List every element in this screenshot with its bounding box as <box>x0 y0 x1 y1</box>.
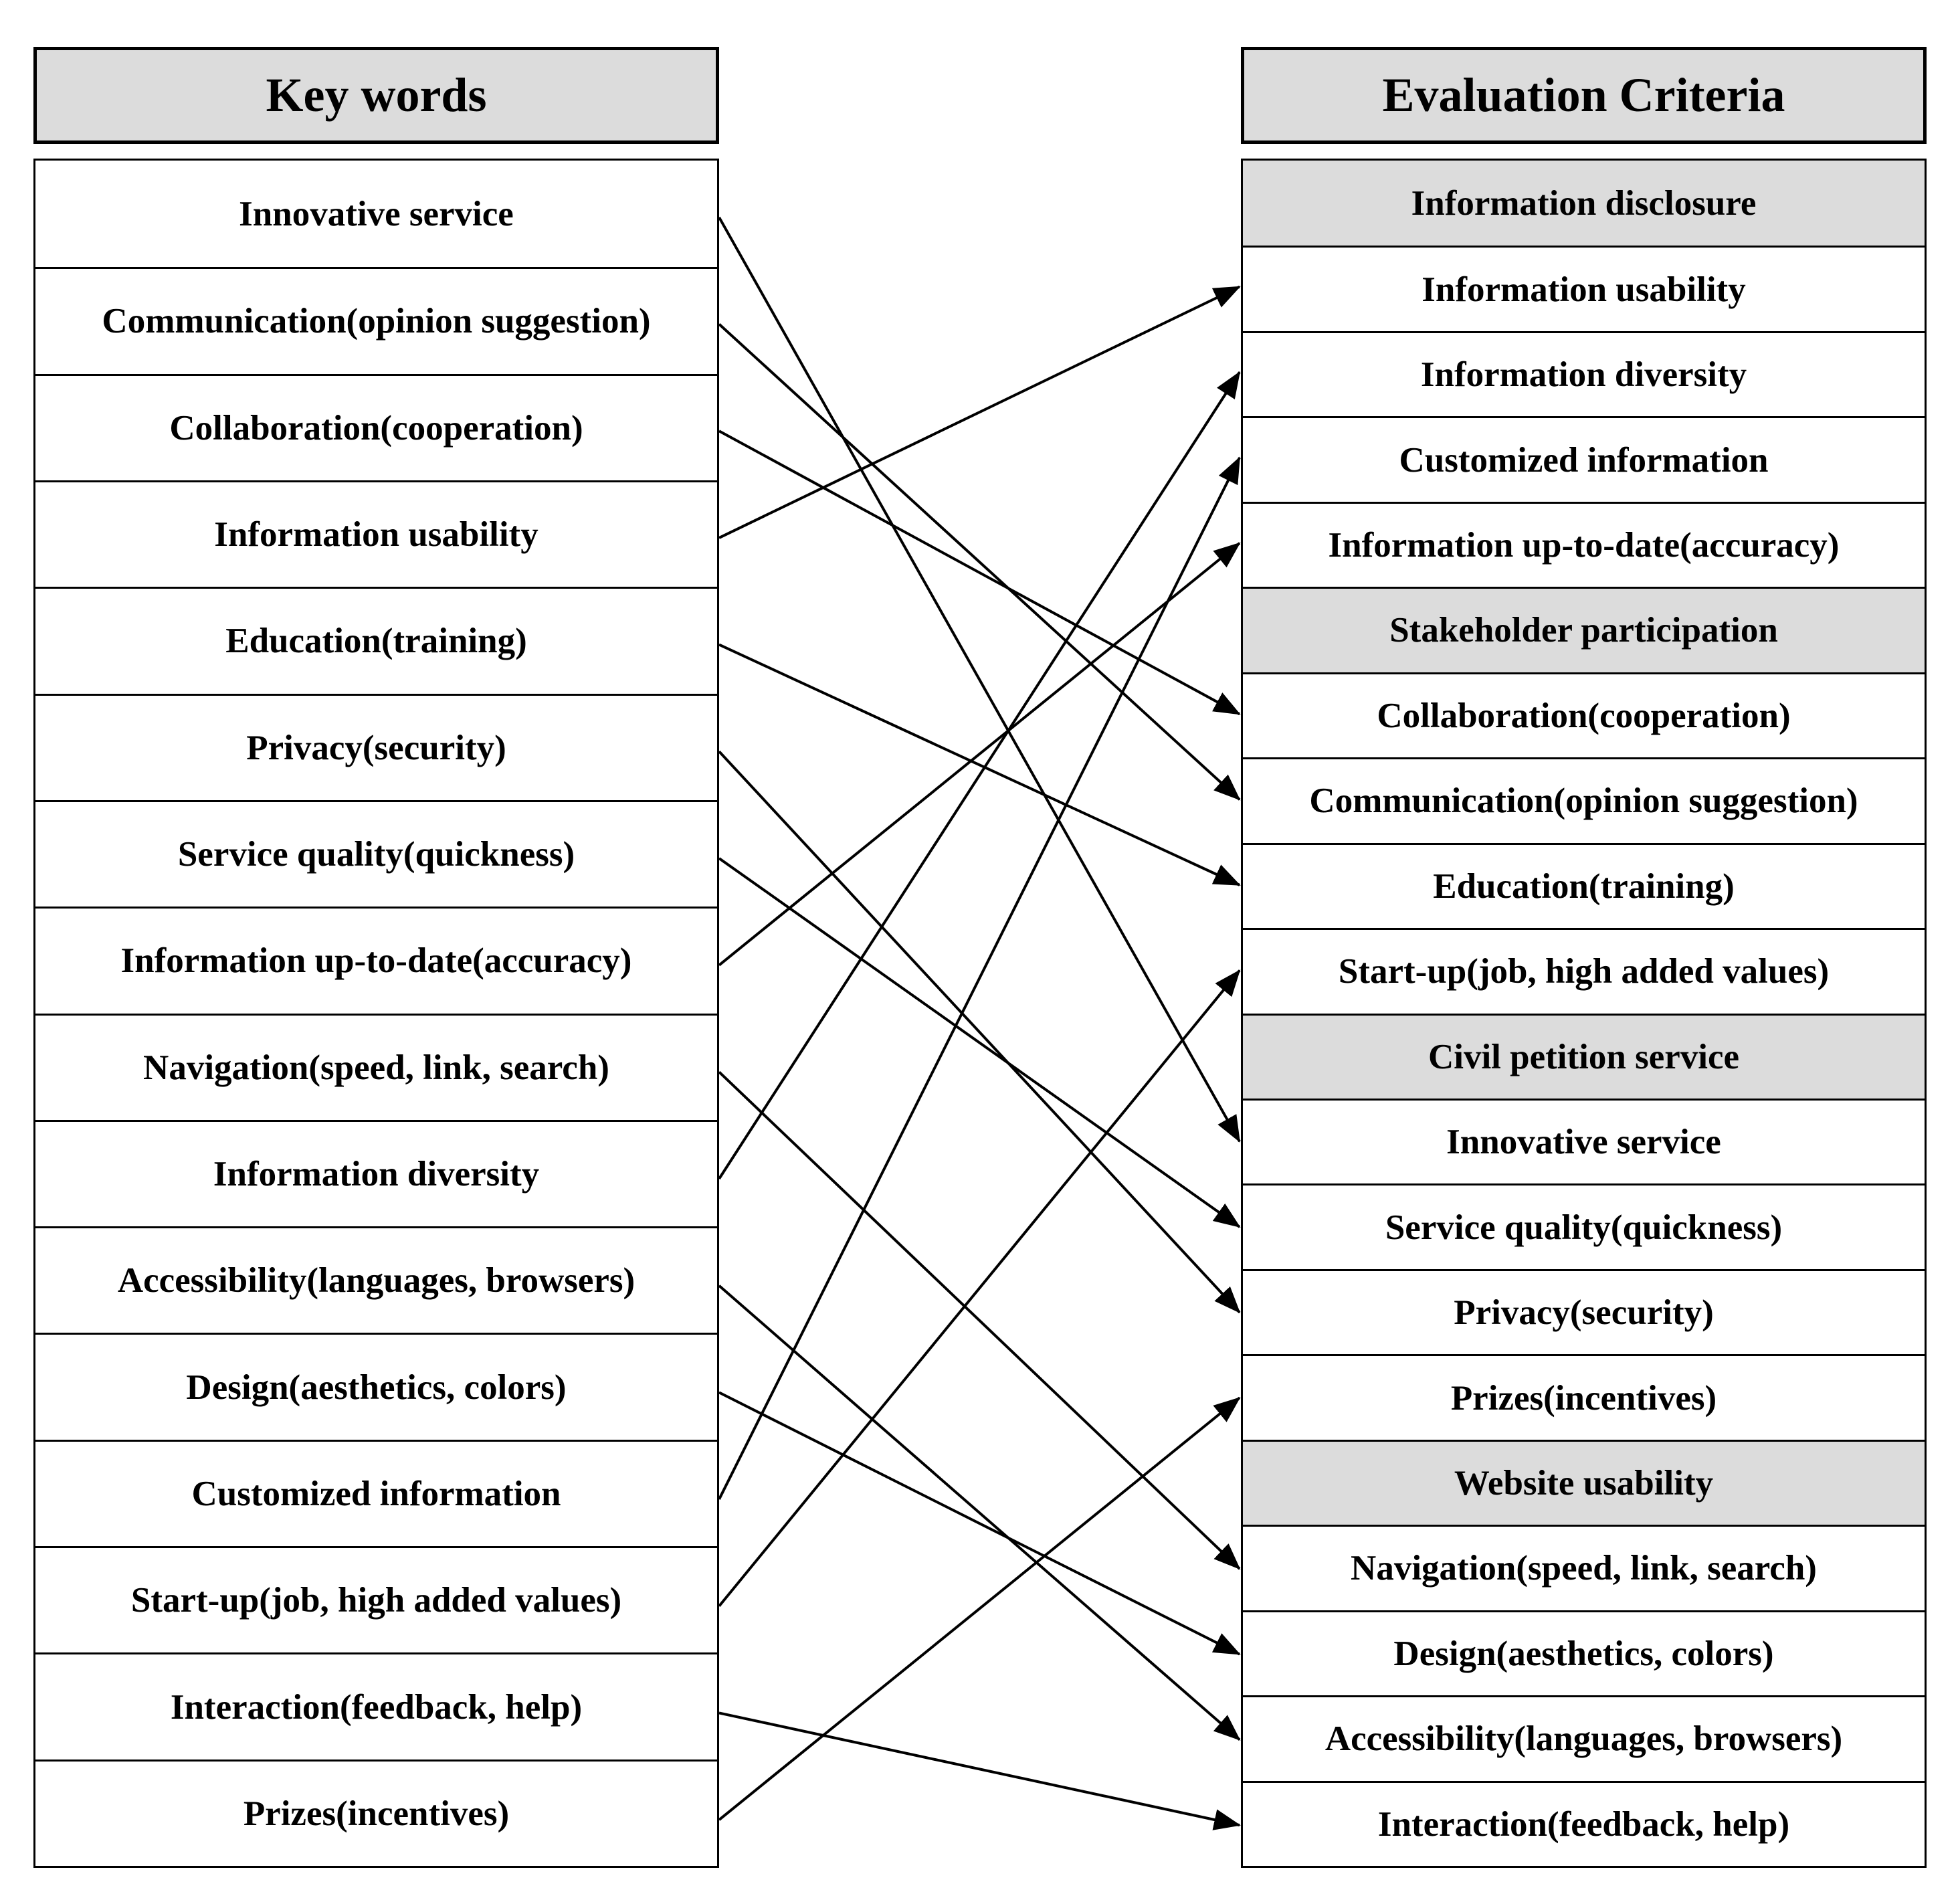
criteria-item: Design(aesthetics, colors) <box>1243 1610 1925 1695</box>
criteria-category-header: Stakeholder participation <box>1243 587 1925 672</box>
criteria-item: Information diversity <box>1243 330 1925 416</box>
keyword-item-label: Navigation(speed, link, search) <box>143 1048 609 1087</box>
keyword-item-label: Information usability <box>214 515 538 555</box>
link-arrow <box>718 750 1241 1314</box>
link-arrow <box>718 1285 1241 1741</box>
keyword-item-label: Information up-to-date(accuracy) <box>120 941 632 981</box>
keywords-title: Key words <box>33 47 719 144</box>
keyword-item: Accessibility(languages, browsers) <box>35 1226 717 1333</box>
keyword-item: Start-up(job, high added values) <box>35 1546 717 1652</box>
keyword-item: Information diversity <box>35 1119 717 1226</box>
criteria-category-label: Information disclosure <box>1411 183 1757 223</box>
criteria-item: Start-up(job, high added values) <box>1243 928 1925 1013</box>
evaluation-criteria-title-text: Evaluation Criteria <box>1382 68 1785 122</box>
link-arrow <box>718 456 1241 1500</box>
keyword-item-label: Customized information <box>191 1474 561 1513</box>
criteria-item-label: Accessibility(languages, browsers) <box>1325 1719 1843 1759</box>
link-arrow <box>718 1396 1241 1821</box>
keyword-item: Information up-to-date(accuracy) <box>35 907 717 1013</box>
criteria-category-label: Stakeholder participation <box>1389 611 1778 650</box>
criteria-item-label: Interaction(feedback, help) <box>1377 1804 1790 1844</box>
link-arrow <box>718 1711 1241 1830</box>
link-arrow <box>718 1070 1241 1570</box>
link-arrow <box>718 542 1241 967</box>
keyword-item-label: Communication(opinion suggestion) <box>102 302 651 341</box>
criteria-item-label: Design(aesthetics, colors) <box>1393 1634 1774 1673</box>
link-arrow <box>718 969 1241 1608</box>
link-arrow <box>718 643 1241 886</box>
criteria-item-label: Prizes(incentives) <box>1450 1378 1717 1418</box>
criteria-item: Collaboration(cooperation) <box>1243 672 1925 757</box>
keyword-item-label: Information diversity <box>213 1154 540 1194</box>
keyword-item: Collaboration(cooperation) <box>35 373 717 480</box>
criteria-item-label: Information usability <box>1422 270 1746 309</box>
link-arrow <box>718 216 1241 1143</box>
criteria-category-header: Website usability <box>1243 1439 1925 1525</box>
criteria-item-label: Navigation(speed, link, search) <box>1351 1549 1817 1588</box>
keyword-item-label: Education(training) <box>225 622 527 661</box>
keyword-item: Service quality(quickness) <box>35 799 717 907</box>
keywords-title-text: Key words <box>266 68 487 122</box>
keyword-item-label: Accessibility(languages, browsers) <box>117 1261 635 1301</box>
link-arrow <box>718 1391 1241 1656</box>
criteria-category-header: Civil petition service <box>1243 1013 1925 1099</box>
criteria-item: Communication(opinion suggestion) <box>1243 757 1925 842</box>
criteria-item: Accessibility(languages, browsers) <box>1243 1695 1925 1780</box>
keyword-item-label: Service quality(quickness) <box>177 835 575 874</box>
criteria-item-label: Collaboration(cooperation) <box>1377 696 1791 735</box>
criteria-item-label: Communication(opinion suggestion) <box>1309 781 1858 821</box>
link-arrow <box>718 430 1241 716</box>
criteria-category-header: Information disclosure <box>1243 161 1925 246</box>
keyword-item: Communication(opinion suggestion) <box>35 267 717 373</box>
keyword-item-label: Prizes(incentives) <box>243 1794 510 1833</box>
criteria-item-label: Privacy(security) <box>1454 1293 1714 1333</box>
keyword-item: Interaction(feedback, help) <box>35 1652 717 1759</box>
keyword-item: Design(aesthetics, colors) <box>35 1333 717 1439</box>
criteria-item: Information up-to-date(accuracy) <box>1243 501 1925 587</box>
link-arrow <box>718 371 1241 1180</box>
link-arrow <box>718 323 1241 801</box>
keyword-item: Prizes(incentives) <box>35 1759 717 1866</box>
criteria-item: Information usability <box>1243 246 1925 330</box>
criteria-item-label: Education(training) <box>1433 866 1735 906</box>
keyword-item-label: Collaboration(cooperation) <box>169 408 583 448</box>
criteria-item-label: Information up-to-date(accuracy) <box>1328 526 1840 565</box>
criteria-item: Innovative service <box>1243 1098 1925 1183</box>
criteria-item-label: Innovative service <box>1446 1123 1721 1162</box>
keyword-item-label: Innovative service <box>239 194 514 233</box>
criteria-item-label: Service quality(quickness) <box>1385 1208 1783 1247</box>
evaluation-criteria-title: Evaluation Criteria <box>1241 47 1927 144</box>
criteria-item: Service quality(quickness) <box>1243 1183 1925 1268</box>
keyword-item-label: Interaction(feedback, help) <box>170 1687 583 1727</box>
criteria-item: Prizes(incentives) <box>1243 1354 1925 1439</box>
criteria-category-label: Website usability <box>1454 1463 1714 1503</box>
criteria-item: Education(training) <box>1243 842 1925 928</box>
link-arrow <box>718 857 1241 1228</box>
criteria-item: Navigation(speed, link, search) <box>1243 1525 1925 1610</box>
criteria-item-label: Customized information <box>1399 440 1769 480</box>
keyword-item-label: Design(aesthetics, colors) <box>186 1367 567 1407</box>
keyword-item: Education(training) <box>35 587 717 693</box>
link-arrow <box>718 285 1241 539</box>
criteria-item: Customized information <box>1243 416 1925 501</box>
criteria-item-label: Start-up(job, high added values) <box>1338 952 1830 991</box>
keyword-item: Navigation(speed, link, search) <box>35 1013 717 1120</box>
keyword-item-label: Start-up(job, high added values) <box>130 1581 622 1620</box>
keyword-item: Customized information <box>35 1439 717 1546</box>
keyword-item: Innovative service <box>35 161 717 267</box>
criteria-item: Interaction(feedback, help) <box>1243 1780 1925 1866</box>
criteria-item-label: Information diversity <box>1420 355 1747 395</box>
criteria-item: Privacy(security) <box>1243 1268 1925 1354</box>
criteria-category-label: Civil petition service <box>1428 1037 1740 1076</box>
keyword-item: Information usability <box>35 480 717 587</box>
keyword-item-label: Privacy(security) <box>246 728 506 767</box>
keyword-item: Privacy(security) <box>35 693 717 800</box>
